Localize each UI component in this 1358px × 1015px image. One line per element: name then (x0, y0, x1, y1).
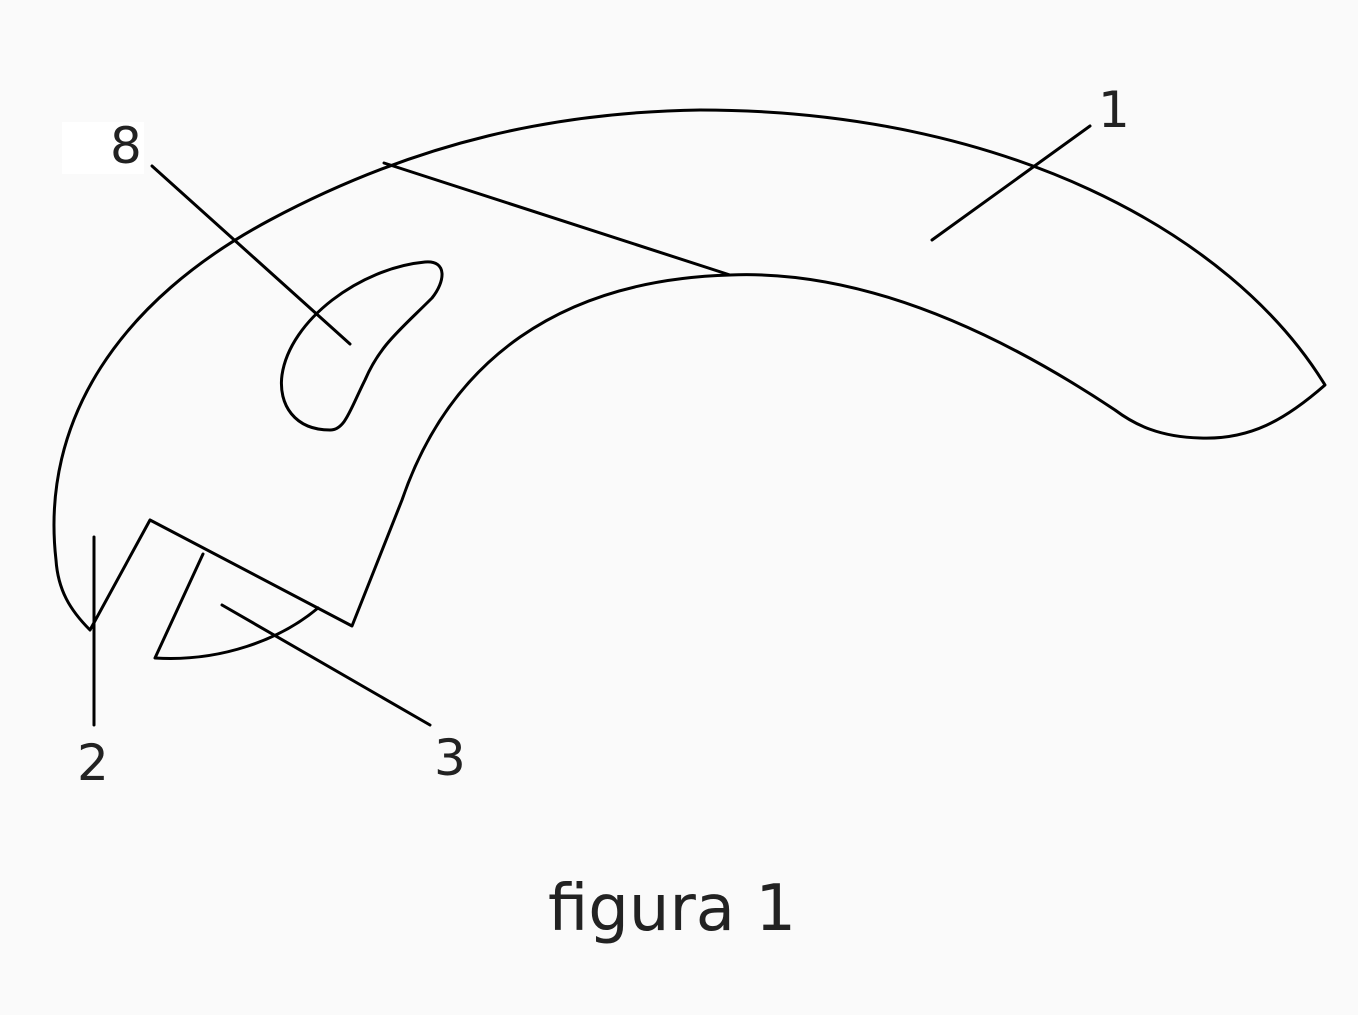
figure-caption: figura 1 (548, 872, 796, 946)
division-line (382, 161, 732, 277)
hook-outer-contour (52, 108, 1327, 632)
reference-label-8: 8 (110, 117, 142, 175)
slot-opening (279, 260, 444, 432)
reference-label-1: 1 (1098, 81, 1130, 139)
tab-element (153, 552, 320, 660)
leader-line-1 (930, 124, 1092, 242)
label-8-background (62, 122, 144, 174)
reference-label-3: 3 (434, 729, 466, 787)
leader-line-3 (220, 603, 432, 727)
reference-label-2: 2 (77, 734, 109, 792)
leader-line-8 (150, 164, 352, 346)
